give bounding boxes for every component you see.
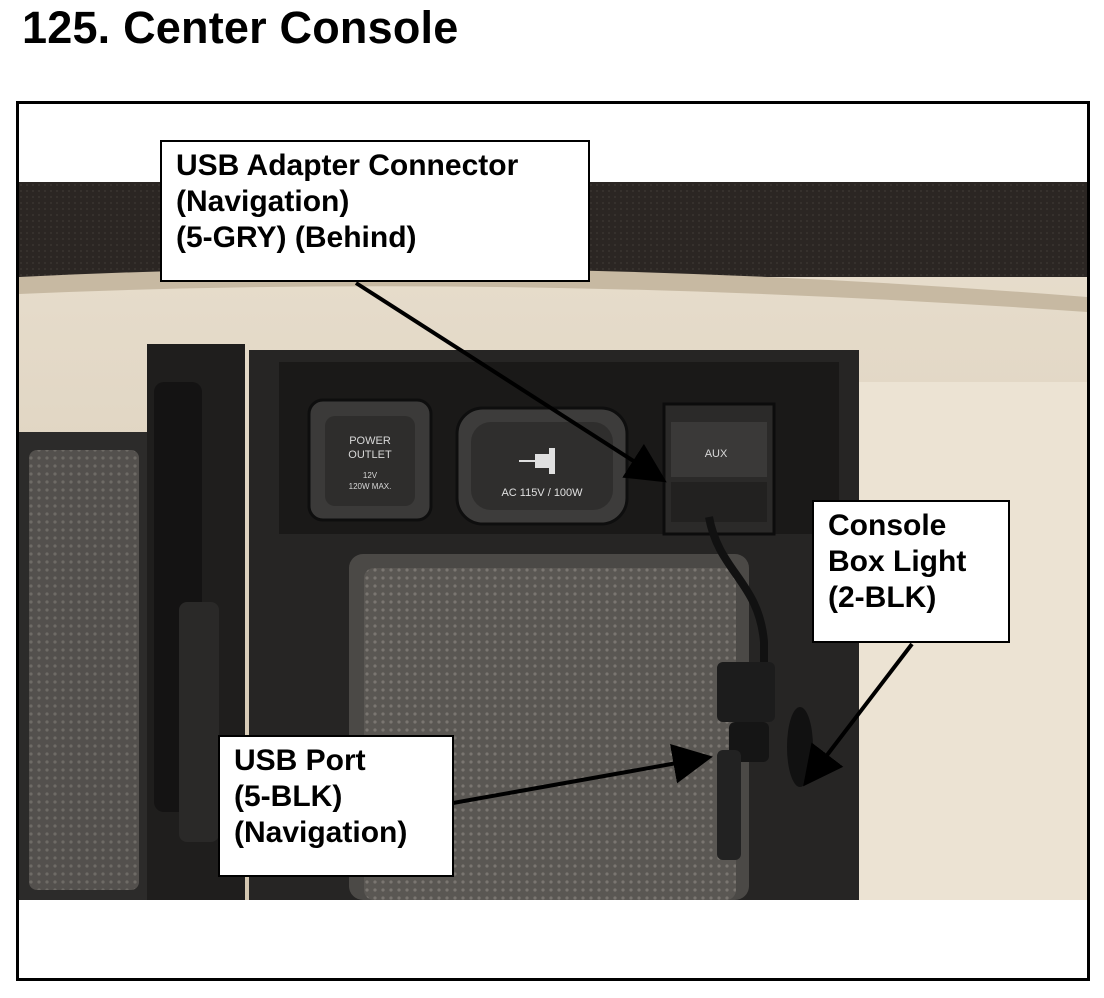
svg-text:120W MAX.: 120W MAX. [349,482,392,491]
callout-line: (5-BLK) [234,780,343,813]
usb-adapter-arrow [354,281,667,483]
page-title: 125. Center Console [22,2,459,53]
svg-text:AUX: AUX [705,448,728,460]
callout-line: Box Light [828,545,967,578]
console-light-arrow [803,642,914,787]
callout-line: (5-GRY) (Behind) [176,221,417,254]
callout-usb-adapter-connector: USB Adapter Connector (Navigation) (5-GR… [160,140,590,282]
callout-console-box-light: Console Box Light (2-BLK) [812,500,1010,643]
callout-usb-port: USB Port (5-BLK) (Navigation) [218,735,454,877]
callout-line: USB Port [234,744,366,777]
svg-text:POWER: POWER [349,435,391,447]
callout-line: USB Adapter Connector [176,149,519,182]
svg-text:12V: 12V [363,471,378,480]
callout-line: (2-BLK) [828,581,937,614]
callout-line: Console [828,509,947,542]
callout-line: (Navigation) [234,816,408,849]
svg-text:OUTLET: OUTLET [348,449,392,461]
callout-line: (Navigation) [176,185,350,218]
usb-port-arrow [452,743,713,805]
svg-text:AC 115V / 100W: AC 115V / 100W [501,487,583,499]
